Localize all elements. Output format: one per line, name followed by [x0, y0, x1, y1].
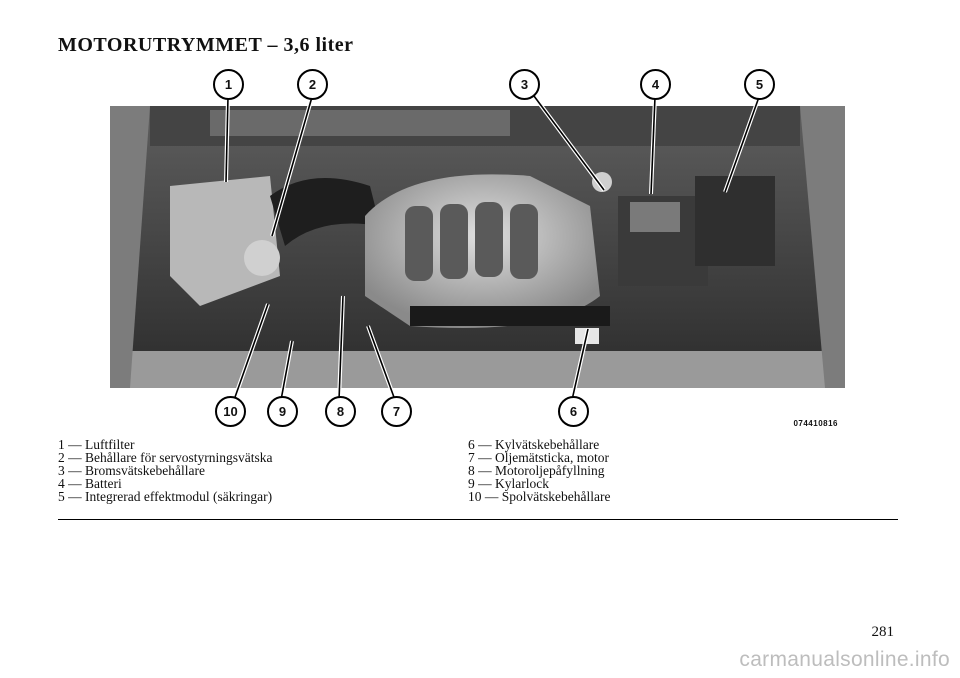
legend-item: 1 — Luftfilter	[58, 437, 135, 452]
legend-right-column: 6 — Kylvätskebehållare 7 — Oljemätsticka…	[468, 437, 611, 504]
engine-bay-photo	[110, 106, 845, 388]
callout-5: 5	[744, 69, 775, 100]
callout-7: 7	[381, 396, 412, 427]
callout-8: 8	[325, 396, 356, 427]
legend-item: 2 — Behållare för servostyrningsvätska	[58, 450, 273, 465]
legend-item: 3 — Bromsvätskebehållare	[58, 463, 205, 478]
legend-item: 7 — Oljemätsticka, motor	[468, 450, 609, 465]
callout-2: 2	[297, 69, 328, 100]
legend-item: 5 — Integrerad effektmodul (säkringar)	[58, 489, 273, 504]
legend-item: 8 — Motoroljepåfyllning	[468, 463, 605, 478]
callout-3: 3	[509, 69, 540, 100]
engine-bay-figure: 1 2 3 4 5 10 9 8 7 6 074410816	[58, 66, 898, 436]
watermark-link[interactable]: carmanualsonline.info	[739, 648, 950, 671]
legend-divider	[58, 519, 898, 520]
legend-left-column: 1 — Luftfilter 2 — Behållare för servost…	[58, 437, 273, 504]
legend-item: 4 — Batteri	[58, 476, 122, 491]
page-number: 281	[871, 624, 895, 640]
callout-10: 10	[215, 396, 246, 427]
callout-9: 9	[267, 396, 298, 427]
legend-item: 10 — Spolvätskebehållare	[468, 489, 611, 504]
leader-lines	[224, 94, 761, 401]
callout-4: 4	[640, 69, 671, 100]
figure-code: 074410816	[793, 419, 838, 428]
legend-item: 9 — Kylarlock	[468, 476, 549, 491]
callout-6: 6	[558, 396, 589, 427]
callout-1: 1	[213, 69, 244, 100]
page-title: MOTORUTRYMMET – 3,6 liter	[58, 34, 354, 56]
legend-item: 6 — Kylvätskebehållare	[468, 437, 600, 452]
